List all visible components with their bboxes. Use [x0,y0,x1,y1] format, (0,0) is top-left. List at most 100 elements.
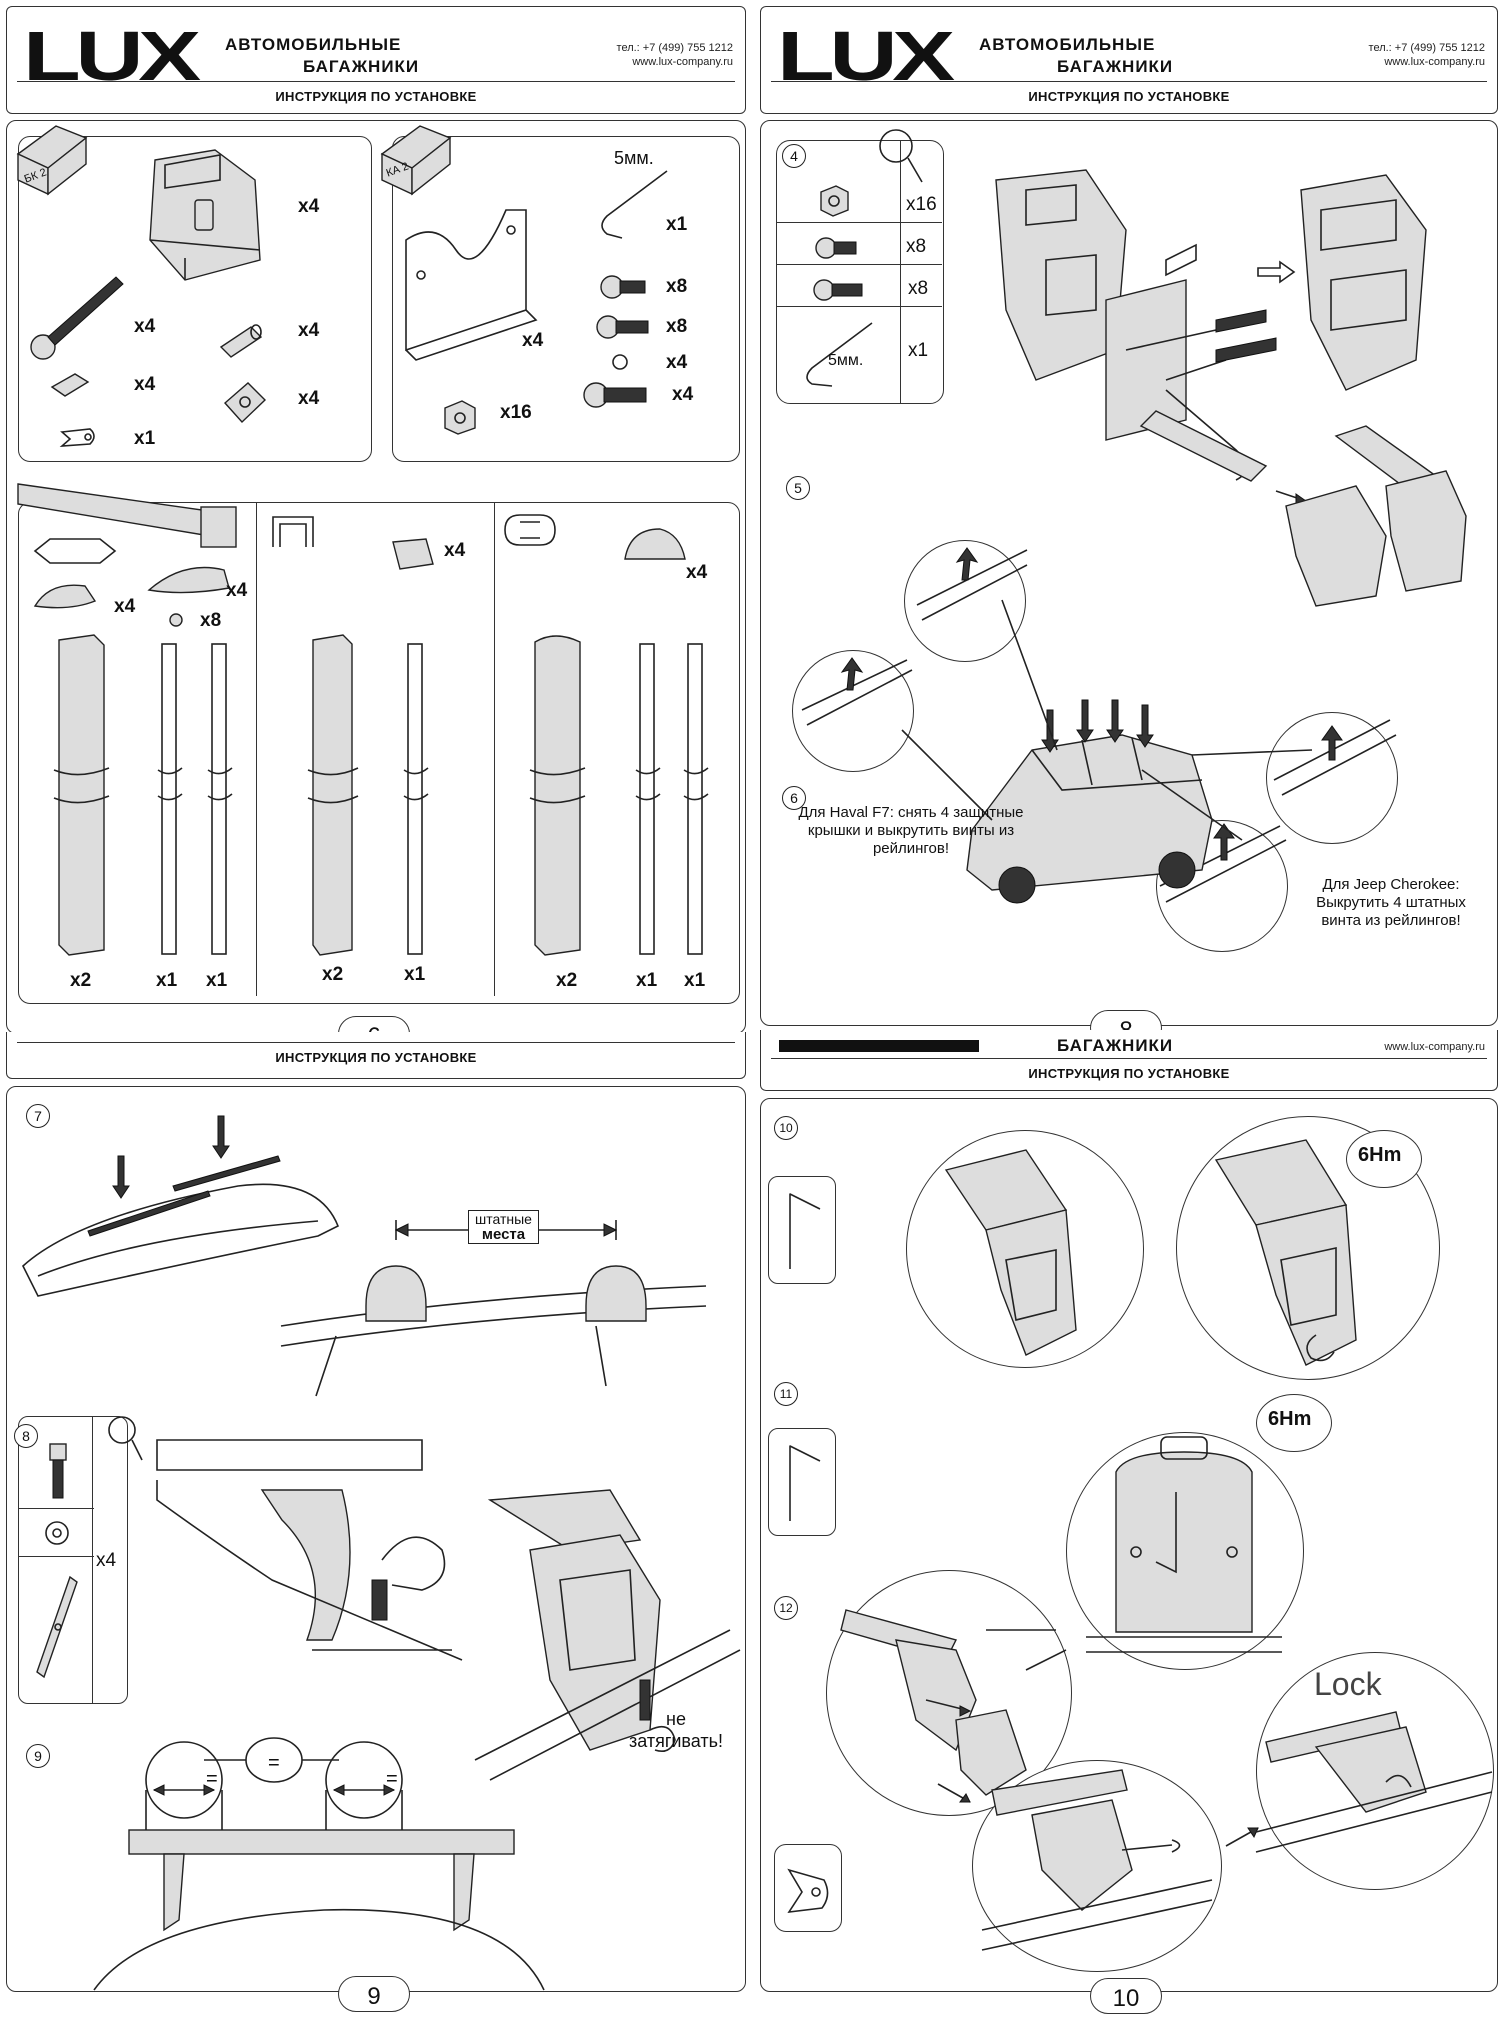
tool-box [768,1176,836,1284]
torque-badge [1346,1130,1422,1188]
kit-ka2-package-icon [380,125,452,196]
barrel-nut-icon [219,324,263,358]
square-nut-icon [444,400,476,435]
lock-label: Lock [1314,1666,1382,1702]
screw1-qty: x8 [666,276,688,297]
step-number: 11 [774,1382,798,1406]
screw3-qty: x4 [672,384,694,405]
standard-places-drawing [280,1220,707,1397]
col1-cap2-qty: x4 [226,580,248,601]
bolt-icon [30,276,124,360]
tool-box [768,1428,836,1536]
bar-profile-icon [272,516,314,547]
brand-subtitle-2: БАГАЖНИКИ [1057,1036,1174,1055]
mounting-drawing [156,1439,463,1661]
brand-logo-partial [779,1040,979,1052]
table-qty: x8 [908,278,929,299]
contact-info: тел.: +7 (499) 755 1212 www.lux-company.… [1369,41,1485,69]
table-qty: x16 [906,194,937,215]
step-number: 9 [26,1744,50,1768]
brand-subtitle-1: АВТОМОБИЛЬНЫЕ [225,35,402,54]
step-number: 12 [774,1596,798,1620]
adapter-bracket-icon [405,209,538,361]
table-row-divider [776,264,942,265]
col1-strip2-qty: x1 [206,970,228,991]
hex-key-label: 5мм. [828,352,864,369]
brand-logo: LUX [23,17,201,95]
foot-qty: x4 [298,196,320,217]
page-header: LUX АВТОМОБИЛЬНЫЕ БАГАЖНИКИ тел.: +7 (49… [6,6,746,114]
crossbar-foot-drawing [1139,410,1467,607]
step-number: 7 [26,1104,50,1128]
col1-cap1-qty: x4 [114,596,136,617]
roof-rack-foot-icon [149,149,261,281]
website: www.lux-company.ru [1384,1041,1485,1053]
divider [771,1058,1487,1059]
rubber-strip-icon [207,643,233,955]
instruction-title: ИНСТРУКЦИЯ ПО УСТАНОВКЕ [1028,89,1230,104]
arrow-icon [1257,260,1296,284]
step-number: 5 [786,476,810,500]
divider [17,81,735,82]
washer-icon [45,1521,69,1545]
col3-strip2-qty: x1 [684,970,706,991]
instruction-title: ИНСТРУКЦИЯ ПО УСТАНОВКЕ [275,1050,477,1065]
page-8: LUX АВТОМОБИЛЬНЫЕ БАГАЖНИКИ тел.: +7 (49… [756,0,1500,1046]
locked-foot-drawing [1255,1711,1493,1853]
phone: тел.: +7 (499) 755 1212 [616,42,733,54]
profiles-box [18,502,740,1004]
page-number: 10 [1090,1978,1162,2014]
table-qty: x8 [906,236,927,257]
ring-qty: x4 [666,352,688,373]
table-col-divider [900,140,901,404]
label-line-2: места [481,1226,526,1243]
hex-key-icon [806,322,873,387]
end-cap-profile-icon [33,538,117,564]
rubber-strip-icon [683,643,709,955]
tool-box [774,1844,842,1932]
equal-sign: = [268,1752,280,1774]
torque-label: 6Hm [1358,1144,1402,1166]
equal-sign: = [206,1768,218,1790]
lock-cylinder-drawing [840,1609,1067,1796]
website: www.lux-company.ru [1384,56,1485,68]
col2-bar-qty: x2 [322,964,344,985]
table-col-divider [92,1416,93,1704]
key-qty: x1 [134,428,156,449]
rail-detail-drawing [801,547,1397,904]
note-jeep-cherokee: Для Jeep Cherokee: Выкрутить 4 штатных в… [1316,876,1466,929]
phone: тел.: +7 (499) 755 1212 [1368,42,1485,54]
standard-places-label: штатные места [468,1210,539,1244]
end-cap-icon [147,566,230,594]
barrel-qty: x4 [298,320,320,341]
col3-strip1-qty: x1 [636,970,658,991]
brand-logo: LUX [777,17,955,95]
page-number: 9 [338,1976,410,2012]
plate-qty: x4 [134,374,156,395]
aluminum-bar-icon [53,634,110,956]
hex-key-qty: x1 [666,214,688,235]
section-divider [494,502,495,996]
parts-table [18,1416,128,1704]
table-qty: x4 [96,1550,117,1571]
col1-bar-qty: x2 [70,970,92,991]
divider [771,81,1487,82]
brand-subtitle-2: БАГАЖНИКИ [303,57,420,76]
warning-line-1: не [666,1709,686,1729]
brand-subtitle-2: БАГАЖНИКИ [1057,57,1174,76]
page-header-partial: БАГАЖНИКИ www.lux-company.ru ИНСТРУКЦИЯ … [760,1030,1498,1091]
note-haval-f7: Для Haval F7: снять 4 защитные крышки и … [798,804,1024,857]
lock-insert-drawing [981,1769,1213,1951]
plate-icon [50,373,90,397]
bolt-qty: x4 [134,316,156,337]
divider [17,1042,735,1043]
instruction-title: ИНСТРУКЦИЯ ПО УСТАНОВКЕ [275,89,477,104]
kit-bk2-package-icon [16,125,88,196]
oval-profile-icon [504,514,556,546]
torque-badge [1256,1394,1332,1452]
hex-key-icon [601,170,668,239]
magnifier-icon [879,129,923,183]
screw-icon [583,382,647,408]
small-screw-icon [169,613,183,627]
step-number: 4 [782,144,806,168]
